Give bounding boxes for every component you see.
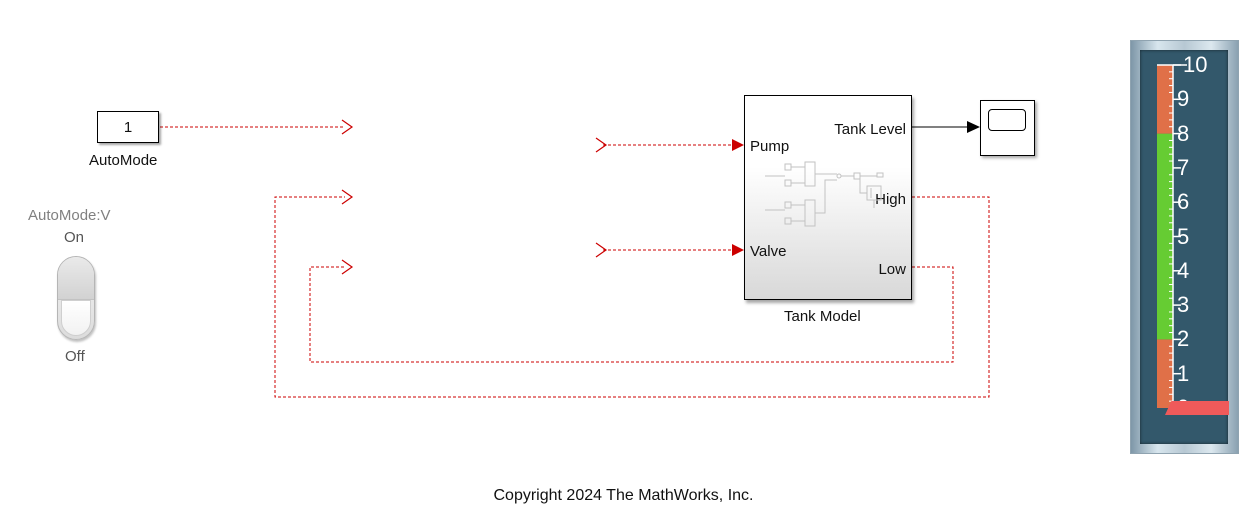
pump-arrowhead [732,139,744,151]
gauge-tick-label-9: 9 [1177,86,1190,112]
port-valve: Valve [750,243,787,260]
from-marker-pump[interactable] [595,137,608,153]
toggle-on-label: On [64,229,85,246]
tank-level-gauge[interactable]: 109876543210 [1130,40,1239,454]
signal-line-low[interactable] [309,266,954,363]
gauge-tick-label-3: 3 [1177,292,1190,318]
goto-marker-automode[interactable] [341,119,354,135]
toggle-variable-label: AutoMode:V [28,207,111,224]
gauge-band-1 [1157,133,1173,340]
from-marker-valve[interactable] [595,242,608,258]
toggle-thumb[interactable] [61,300,91,336]
copyright-text: Copyright 2024 The MathWorks, Inc. [493,487,754,504]
automode-toggle-switch[interactable] [57,256,95,340]
gauge-tick-label-5: 5 [1177,223,1190,249]
signal-line-high[interactable] [274,196,990,398]
tank-level-arrowhead [967,121,980,133]
gauge-tick-label-1: 1 [1177,360,1190,386]
tank-model-subsystem[interactable]: Pump Valve Tank Level High Low [744,95,912,300]
gauge-band-2 [1157,65,1173,134]
gauge-tick-label-8: 8 [1177,120,1190,146]
toggle-track [58,257,94,300]
port-high: High [875,191,906,208]
tank-model-label: Tank Model [784,308,861,325]
goto-marker-high[interactable] [341,189,354,205]
gauge-tick-label-6: 6 [1177,189,1190,215]
port-pump: Pump [750,138,790,155]
constant-value: 1 [123,118,133,136]
subsystem-preview-icon [765,161,884,227]
gauge-scale [1157,64,1187,409]
valve-arrowhead [732,244,744,256]
constant-block-label: AutoMode [89,152,158,169]
port-tank-level: Tank Level [834,121,906,138]
scope-block[interactable] [980,100,1035,156]
gauge-tick-label-4: 4 [1177,257,1190,283]
goto-marker-low[interactable] [341,259,354,275]
gauge-face: 109876543210 [1140,50,1229,444]
scope-screen-icon [988,109,1026,131]
gauge-tick-label-10: 10 [1183,52,1208,77]
gauge-tick-label-7: 7 [1177,154,1190,180]
gauge-needle [1165,401,1229,415]
port-low: Low [878,261,906,278]
toggle-off-label: Off [65,348,85,365]
gauge-band-0 [1157,339,1173,408]
gauge-tick-label-2: 2 [1177,326,1190,352]
automode-constant-block[interactable]: 1 [97,111,159,143]
